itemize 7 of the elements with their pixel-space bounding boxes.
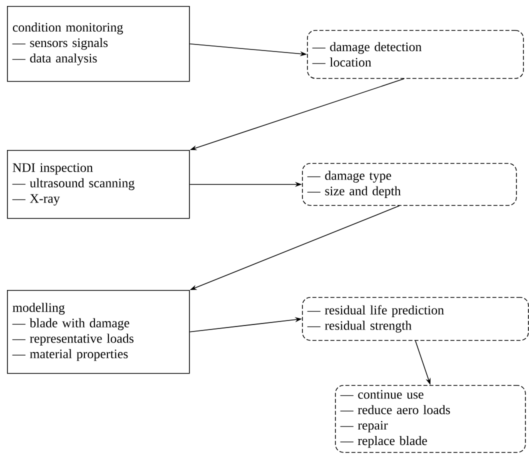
process-box: condition monitoring — sensors signals — data analysis [7,6,190,82]
result-box: — damage type — size and depth [302,163,517,206]
process-box: modelling — blade with damage — representative loads — material properties [7,290,190,374]
result-box: — damage detection — location [307,30,524,79]
result-box: — residual life prediction — residual strength [302,297,529,341]
result-box: — continue use — reduce aero loads — repair — replace blade [335,385,526,453]
process-box: NDI inspection — ultrasound scanning — X-ray [7,150,190,219]
